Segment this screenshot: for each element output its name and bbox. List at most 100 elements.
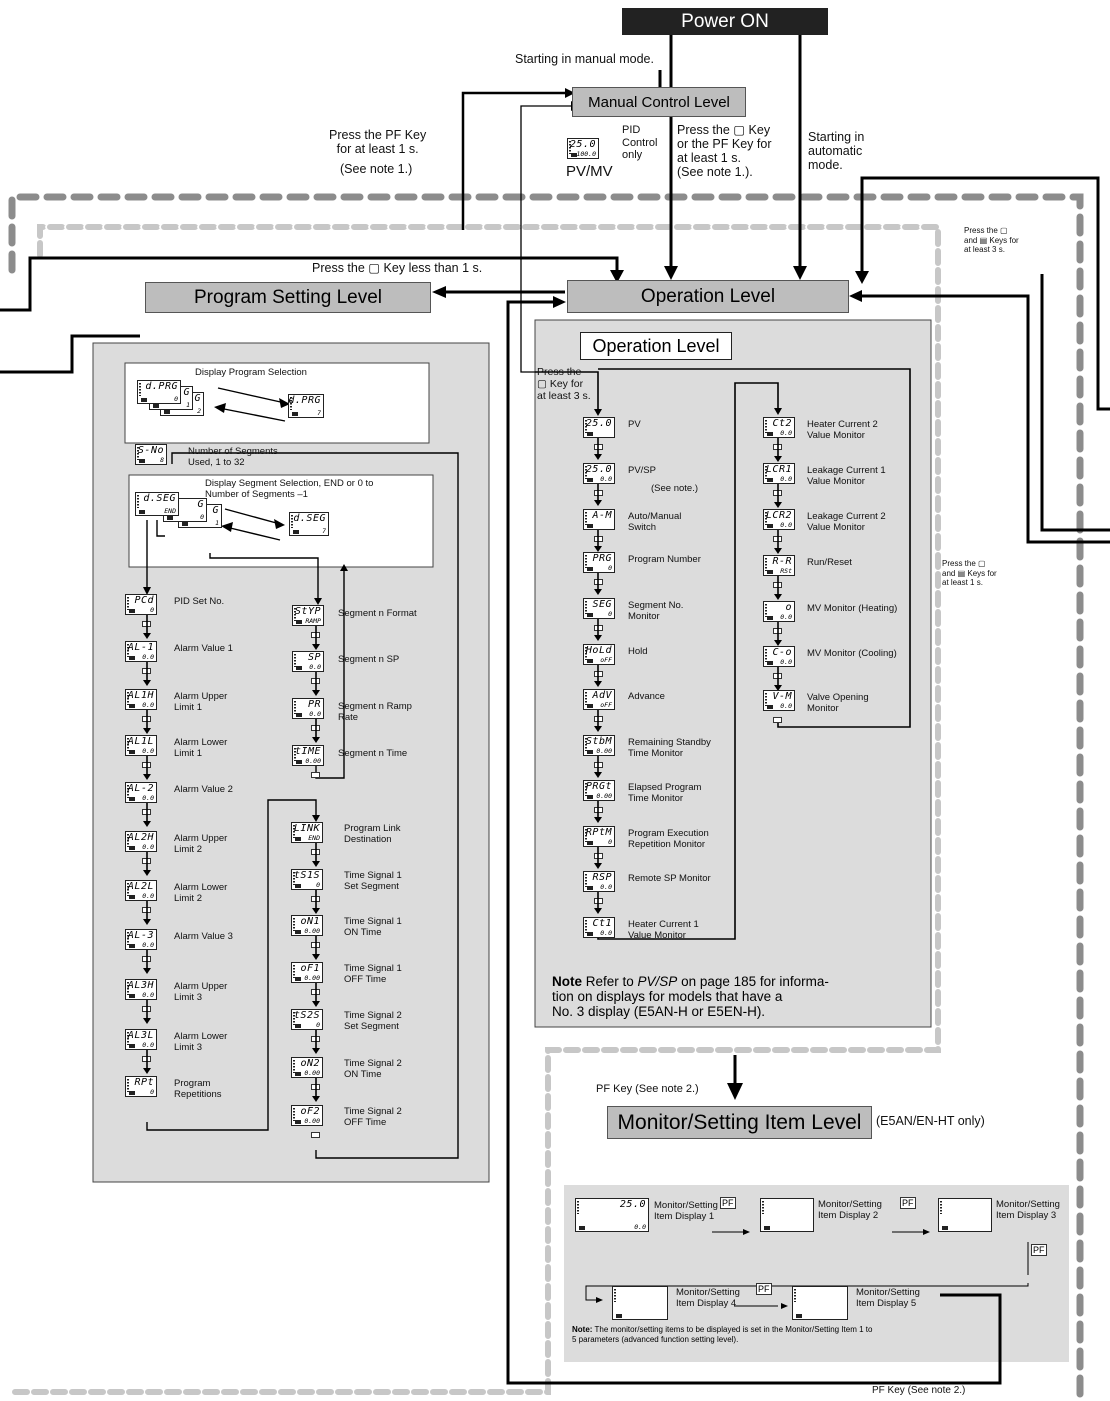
pf-key-note2-bottom: PF Key (See note 2.) <box>872 1385 966 1396</box>
prog-link-label-3: Time Signal 1 OFF Time <box>344 963 402 985</box>
prog-seg-display-1-bottom: 0.0 <box>309 663 321 671</box>
prog-left-display-6-bottom: 0.0 <box>142 892 154 900</box>
prog-left-arrow-9 <box>143 1050 151 1074</box>
dseg-stack-2-bottom: 1 <box>215 519 219 527</box>
manual-display-bottom: 100.0 <box>576 150 596 158</box>
display-program-selection-title: Display Program Selection <box>195 367 307 378</box>
press-key-3s-note: Press the ▢ Key for at least 3 s. <box>537 366 591 402</box>
prog-link-label-2: Time Signal 1 ON Time <box>344 916 402 938</box>
dprg-stack-1-top: G <box>183 387 190 398</box>
prog-left-label-3: Alarm Lower Limit 1 <box>174 737 228 759</box>
prog-link-label-1: Time Signal 1 Set Segment <box>344 870 402 892</box>
op-display-1-top: 25.0 <box>585 464 612 475</box>
prog-link-display-0-top: LINK <box>293 823 320 834</box>
pf-key-box-3: PF <box>756 1283 772 1295</box>
monitor-display-4 <box>612 1286 668 1320</box>
op-display-10-top: RSP <box>592 872 612 883</box>
op-label-10: Remote SP Monitor <box>628 873 711 884</box>
dprg-display: d.PRG 0 <box>137 380 181 404</box>
op2-arrow-3 <box>774 576 782 600</box>
op2-label-0: Heater Current 2 Value Monitor <box>807 419 878 441</box>
monitor-level-label: Monitor/Setting Item Level <box>617 1110 862 1134</box>
pv-mv-label: PV/MV <box>566 163 613 180</box>
op-arrow-6 <box>594 710 602 732</box>
op2-label-6: Valve Opening Monitor <box>807 692 869 714</box>
op-display-3-bottom: 0 <box>608 564 612 572</box>
monitor-label-1: Monitor/Setting Item Display 1 <box>654 1200 718 1222</box>
op2-display-3-top: R-R <box>772 556 792 567</box>
dseg-display: d.SEG END <box>135 492 179 516</box>
prog-link-key-6 <box>311 1132 320 1138</box>
dprg-display-top: d.PRG <box>145 381 178 392</box>
op-arrow-3 <box>594 573 602 595</box>
prog-left-display-10-top: RPt <box>134 1077 154 1088</box>
op2-arrow-1 <box>774 484 782 508</box>
op-display-7-top: StbM <box>585 736 612 747</box>
op2-display-5-top: C-o <box>772 647 792 658</box>
prog-left-label-0: PID Set No. <box>174 596 225 607</box>
op-arrow-1 <box>594 484 602 506</box>
press-keys-1s-note: Press the ▢ and ▤ Keys for at least 1 s. <box>942 559 997 587</box>
power-on-label: Power ON <box>681 10 769 32</box>
op-display-4-top: SEG <box>592 599 612 610</box>
prog-seg-display-0-bottom: RAMP <box>305 617 321 625</box>
op2-display-0-top: Ct2 <box>772 418 792 429</box>
prog-seg-display-3-bottom: 0.00 <box>305 757 321 765</box>
op2-display-2-top: LCR2 <box>765 510 792 521</box>
prog-left-arrow-1 <box>143 662 151 686</box>
dseg-display-bottom: END <box>164 507 176 515</box>
prog-link-display-1-bottom: 0 <box>316 881 320 889</box>
prog-link-display-5-top: oN2 <box>300 1058 320 1069</box>
prog-left-label-1: Alarm Value 1 <box>174 643 233 654</box>
monitor-label-4: Monitor/Setting Item Display 4 <box>676 1287 740 1309</box>
prog-link-display-0-bottom: END <box>308 834 320 842</box>
prog-left-display-4-bottom: 0.0 <box>142 794 154 802</box>
operation-level-title: Operation Level <box>580 332 732 360</box>
op-display-0: 25.0 <box>583 417 615 438</box>
op2-label-1: Leakage Current 1 Value Monitor <box>807 465 886 487</box>
op-display-3-top: PRG <box>592 553 612 564</box>
op2-display-5-bottom: 0.0 <box>780 658 792 666</box>
op-arrow-4 <box>594 619 602 641</box>
dprg-display-2-bottom: 7 <box>317 409 321 417</box>
prog-left-label-8: Alarm Upper Limit 3 <box>174 981 228 1003</box>
op-display-8-bottom: 0.00 <box>596 792 612 800</box>
operation-level: Operation Level <box>567 280 849 313</box>
op-label-11: Heater Current 1 Value Monitor <box>628 919 699 941</box>
op-display-9-bottom: 0 <box>608 838 612 846</box>
prog-link-label-0: Program Link Destination <box>344 823 401 845</box>
press-key-less-1s: Press the ▢ Key less than 1 s. <box>310 261 485 275</box>
op-display-0-top: 25.0 <box>585 418 612 429</box>
prog-link-display-2-top: oN1 <box>300 916 320 927</box>
prog-left-display-10-bottom: 0 <box>150 1088 154 1096</box>
prog-seg-arrow-1 <box>312 672 320 696</box>
operation-note: Note Refer to PV/SP on page 185 for info… <box>552 974 922 1019</box>
power-on-box: Power ON <box>622 8 828 35</box>
operation-level-title-label: Operation Level <box>592 335 720 356</box>
prog-left-arrow-0 <box>143 615 151 639</box>
monitor-level-only: (E5AN/EN-HT only) <box>876 1114 985 1128</box>
operation-level-label: Operation Level <box>640 285 776 307</box>
dseg-display-top: d.SEG <box>143 493 176 504</box>
op-display-6-bottom: oFF <box>600 701 612 709</box>
op2-label-5: MV Monitor (Cooling) <box>807 648 897 659</box>
dprg-display-bottom: 0 <box>174 395 178 403</box>
manual-display-top: 25.0 <box>569 139 596 150</box>
op2-label-4: MV Monitor (Heating) <box>807 603 898 614</box>
